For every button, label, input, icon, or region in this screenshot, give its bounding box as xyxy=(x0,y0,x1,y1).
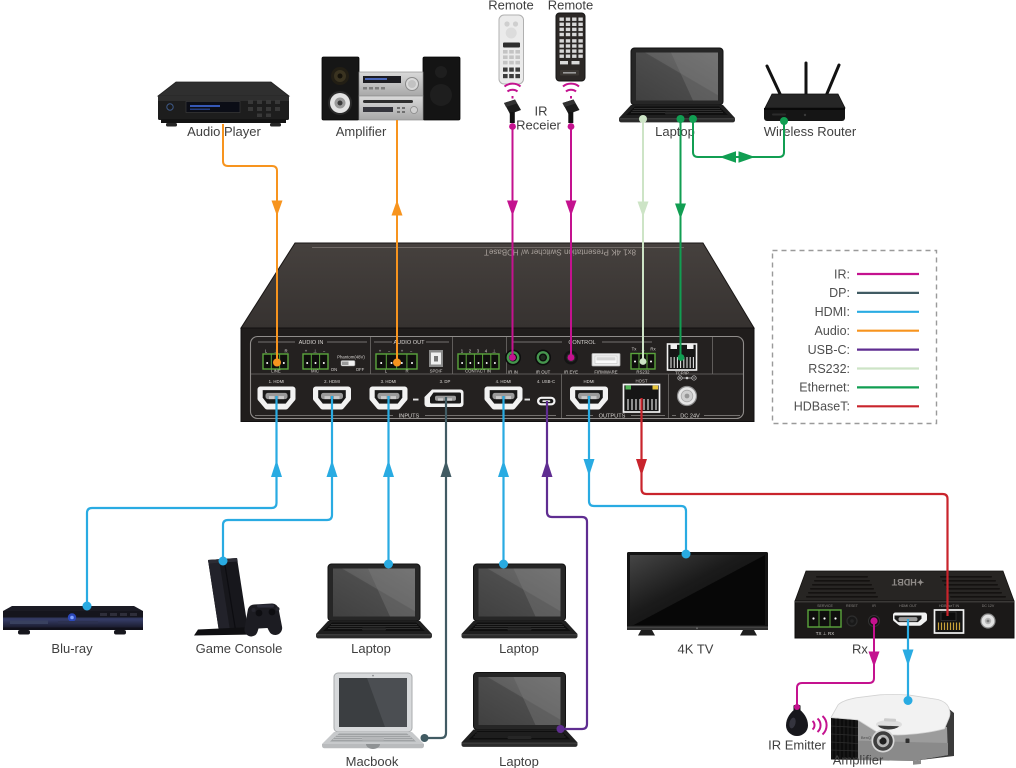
svg-text:MIC: MIC xyxy=(311,369,319,374)
svg-text:Rx: Rx xyxy=(852,642,868,657)
svg-text:DP:: DP: xyxy=(829,286,850,300)
svg-text:AUDIO OUT: AUDIO OUT xyxy=(393,340,425,346)
svg-text:−: − xyxy=(323,349,326,354)
svg-text:Wireless Router: Wireless Router xyxy=(764,124,857,139)
svg-text:Game Console: Game Console xyxy=(196,641,283,656)
svg-text:HDBaseT:: HDBaseT: xyxy=(794,400,850,414)
svg-text:+: + xyxy=(401,349,404,354)
svg-text:1. HDMI: 1. HDMI xyxy=(269,379,285,384)
svg-text:2: 2 xyxy=(469,349,472,354)
svg-text:IR EYE: IR EYE xyxy=(564,370,578,375)
svg-text:SPDIF: SPDIF xyxy=(430,369,443,374)
svg-text:4. USB-C: 4. USB-C xyxy=(537,379,555,384)
svg-text:Tx: Tx xyxy=(632,347,638,352)
svg-text:SERVICE: SERVICE xyxy=(817,604,833,608)
svg-text:Phantom(48V): Phantom(48V) xyxy=(337,355,365,360)
svg-text:IR Emitter: IR Emitter xyxy=(768,738,826,753)
svg-text:HOST: HOST xyxy=(636,379,648,384)
svg-text:ON: ON xyxy=(331,367,337,372)
svg-text:IR: IR xyxy=(872,604,876,608)
svg-text:3. DP: 3. DP xyxy=(440,379,451,384)
svg-text:✦HDBT: ✦HDBT xyxy=(891,577,924,587)
svg-text:DC 12V: DC 12V xyxy=(982,604,995,608)
svg-text:+: + xyxy=(379,349,382,354)
svg-text:3: 3 xyxy=(477,349,480,354)
svg-text:OFF: OFF xyxy=(356,367,365,372)
svg-text:8x1 4K Presentation Switcher w: 8x1 4K Presentation Switcher w/ HDBaseT xyxy=(484,248,636,257)
svg-text:2. HDMI: 2. HDMI xyxy=(324,379,340,384)
svg-text:⊥: ⊥ xyxy=(313,349,317,354)
svg-text:−: − xyxy=(388,349,391,354)
svg-text:CONTROL: CONTROL xyxy=(568,340,595,346)
svg-text:Laptop: Laptop xyxy=(655,124,695,139)
svg-text:FIRMWARE: FIRMWARE xyxy=(594,370,617,375)
svg-text:Laptop: Laptop xyxy=(499,641,539,656)
svg-text:LINE: LINE xyxy=(271,369,281,374)
svg-text:RS232:: RS232: xyxy=(808,362,850,376)
svg-text:Laptop: Laptop xyxy=(499,754,539,768)
svg-text:+: + xyxy=(305,349,308,354)
svg-text:4: 4 xyxy=(485,349,488,354)
svg-text:Amplifier: Amplifier xyxy=(336,124,387,139)
svg-text:Macbook: Macbook xyxy=(346,754,399,768)
svg-text:4. HDMI: 4. HDMI xyxy=(496,379,512,384)
svg-text:HDMI OUT: HDMI OUT xyxy=(899,604,918,608)
svg-text:−: − xyxy=(410,349,413,354)
svg-text:CONTACT IN: CONTACT IN xyxy=(465,369,491,374)
svg-text:TX ⊥ RX: TX ⊥ RX xyxy=(816,631,834,636)
svg-text:RS232: RS232 xyxy=(636,370,650,375)
svg-text:AUDIO IN: AUDIO IN xyxy=(299,340,324,346)
svg-text:Ethernet:: Ethernet: xyxy=(799,381,850,395)
svg-text:L: L xyxy=(385,369,388,374)
svg-text:USB-C:: USB-C: xyxy=(808,343,850,357)
svg-text:RESET: RESET xyxy=(846,604,859,608)
svg-text:3. HDMI: 3. HDMI xyxy=(381,379,397,384)
svg-text:⊥: ⊥ xyxy=(492,349,496,354)
svg-text:IR:: IR: xyxy=(834,267,850,281)
svg-text:BenQ: BenQ xyxy=(861,735,871,740)
svg-text:Rx: Rx xyxy=(650,347,656,352)
svg-text:Blu-ray: Blu-ray xyxy=(51,641,93,656)
svg-text:IR: IR xyxy=(535,104,548,119)
svg-text:INPUTS: INPUTS xyxy=(399,414,420,420)
svg-text:L: L xyxy=(265,349,268,354)
svg-text:Laptop: Laptop xyxy=(351,641,391,656)
svg-text:HDMI: HDMI xyxy=(584,379,595,384)
svg-text:Remote: Remote xyxy=(488,0,534,13)
svg-text:Remote: Remote xyxy=(548,0,594,13)
svg-text:IR OUT: IR OUT xyxy=(536,370,551,375)
svg-text:DC 24V: DC 24V xyxy=(680,414,700,420)
svg-text:Audio:: Audio: xyxy=(815,324,850,338)
svg-text:HDMI:: HDMI: xyxy=(815,305,850,319)
svg-text:R: R xyxy=(284,349,287,354)
svg-text:HDBaseT IN: HDBaseT IN xyxy=(939,604,960,608)
svg-text:Receier: Receier xyxy=(516,118,561,133)
svg-text:Audio Player: Audio Player xyxy=(187,124,261,139)
svg-text:Amplifier: Amplifier xyxy=(833,753,884,768)
svg-text:R: R xyxy=(405,369,408,374)
svg-text:IR IN: IR IN xyxy=(508,370,518,375)
svg-text:OUTPUTS: OUTPUTS xyxy=(599,414,626,420)
svg-text:1: 1 xyxy=(461,349,464,354)
svg-text:TCP/IP: TCP/IP xyxy=(675,371,689,376)
svg-text:4K TV: 4K TV xyxy=(678,642,714,657)
